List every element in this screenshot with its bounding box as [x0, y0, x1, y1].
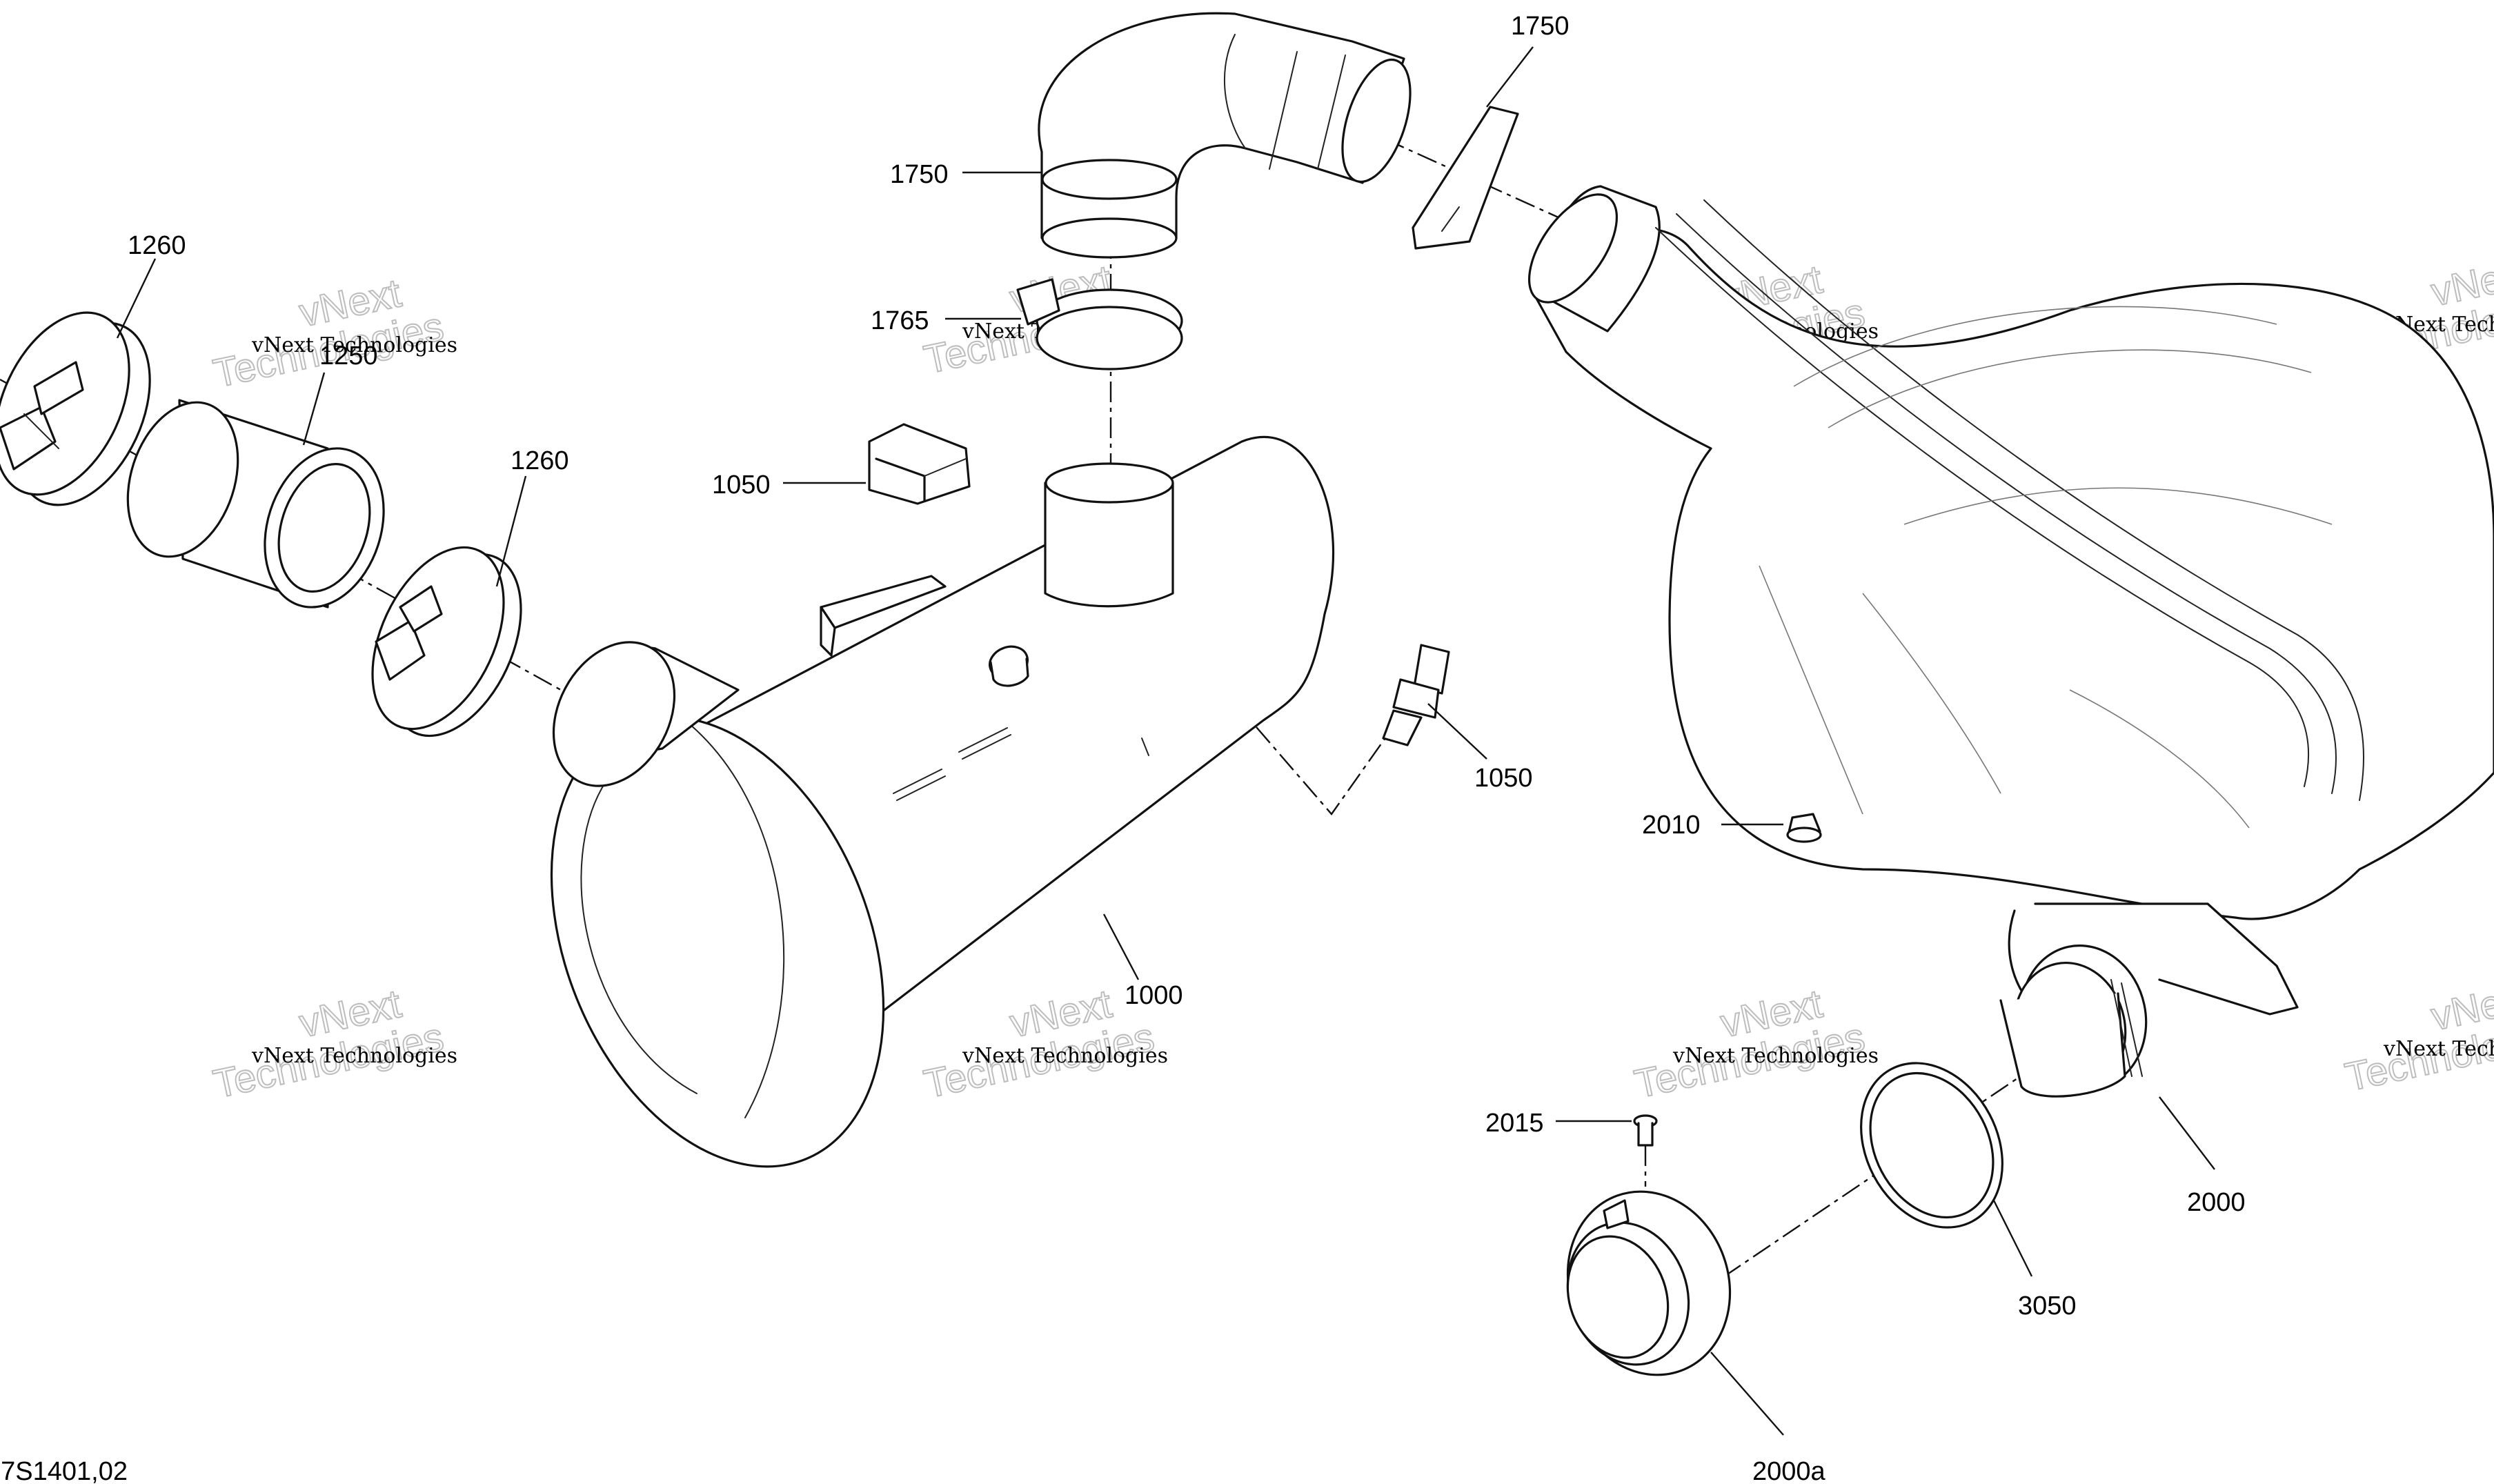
callouts: 1750 1750 1260 1250 1260 1765 1050 1050 …: [0, 12, 2246, 1484]
muffler-body-1000: [550, 435, 1334, 1168]
callout-1750-top: 1750: [1511, 12, 1570, 41]
callout-1250: 1250: [319, 342, 378, 370]
watermark-text: vNext Technologies: [1672, 1044, 1879, 1068]
gasket-1750: [1412, 106, 1519, 250]
hose-clamp-1260-left: [0, 311, 151, 506]
retaining-nut-2000a: [1566, 1190, 1732, 1376]
watermark-text: vNext Technologies: [251, 1044, 457, 1068]
callout-1260-top: 1260: [128, 231, 186, 260]
callout-2000a: 2000a: [1752, 1457, 1826, 1484]
callout-1750-left: 1750: [890, 160, 949, 189]
watermark-1: vNext Technologies vNext Technologies: [209, 270, 457, 397]
callout-3050: 3050: [2018, 1292, 2077, 1320]
screw-2015: [1633, 1114, 1658, 1147]
callout-1050-right: 1050: [1474, 764, 1533, 793]
connector-sleeve-1250: [126, 399, 385, 609]
cap-plug-2010: [1786, 813, 1822, 843]
outlet-tube-2000: [1999, 944, 2148, 1098]
leader-lines: [116, 46, 2215, 1436]
watermark-5: vNext Technologies vNext Technologies: [209, 980, 457, 1107]
watermark-text: vNext Technologies: [251, 333, 457, 357]
sensor-connector-1050: [868, 423, 971, 505]
callout-1765: 1765: [871, 306, 929, 335]
watermark-text: vNext Technologies: [962, 1044, 1168, 1068]
callout-1000: 1000: [1125, 981, 1183, 1010]
resonator-housing: [1527, 185, 2494, 1016]
watermark-7: vNext Technologies vNext Technologies: [1630, 980, 1879, 1107]
hose-clamp-1765: [1016, 278, 1183, 370]
callout-1050-left: 1050: [712, 471, 771, 499]
watermark-8: vNext Technologies vNext Technologies: [2341, 973, 2494, 1100]
watermark-text: vNext Technologies: [2383, 1037, 2494, 1061]
callout-2000: 2000: [2187, 1188, 2246, 1217]
hose-clamp-1260-mid: [371, 546, 522, 738]
exhaust-elbow-1750: [1038, 12, 1412, 259]
callout-2015: 2015: [1485, 1109, 1544, 1138]
gasket-3050: [1860, 1062, 2003, 1229]
callout-2010: 2010: [1642, 811, 1701, 840]
oxygen-sensor-1050: [1382, 644, 1450, 746]
callout-1260-mid: 1260: [511, 446, 569, 475]
reference-code: 37S1401,02: [0, 1457, 128, 1484]
